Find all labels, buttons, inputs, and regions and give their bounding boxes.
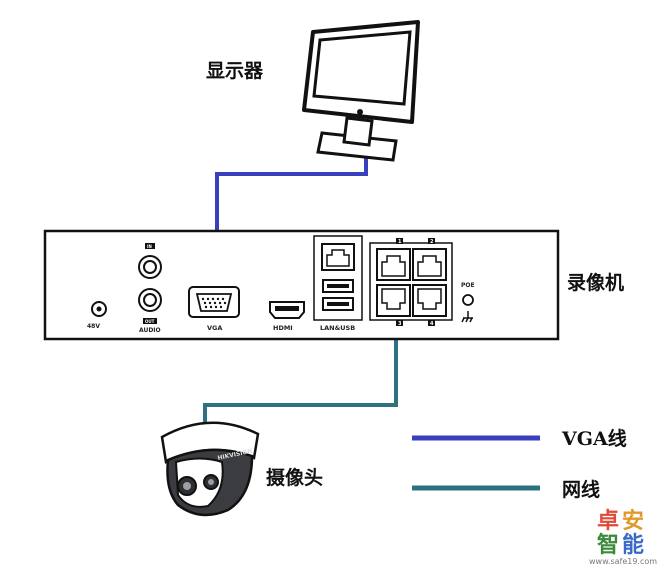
monitor-icon	[302, 20, 420, 162]
ground-icon	[461, 311, 473, 323]
poe-port-2-icon	[412, 248, 447, 281]
network-cable	[203, 316, 398, 428]
hdmi-port-icon	[269, 301, 305, 319]
port-number-tag	[396, 320, 403, 326]
port-number-tag	[428, 320, 435, 326]
legend-label-network: 网线	[562, 478, 600, 501]
port-number-tag	[396, 238, 403, 244]
audio-in-tag	[145, 243, 155, 249]
monitor-label: 显示器	[206, 60, 264, 82]
port-number-3: 3	[398, 321, 402, 327]
port-number-1: 1	[398, 239, 402, 245]
legend: VGA线 网线	[412, 427, 627, 501]
nvr-back-panel: 48V IN OUT AUDIO VGA	[43, 229, 560, 341]
audio-in-label: IN	[147, 244, 152, 249]
hdmi-port-label: HDMI	[273, 324, 293, 332]
lan-usb-label: LAN&USB	[320, 324, 355, 332]
poe-port-4-icon	[412, 284, 447, 317]
audio-out-jack-icon	[138, 288, 162, 312]
watermark-char: 卓	[597, 509, 619, 534]
port-number-2: 2	[430, 239, 434, 245]
port-number-tag	[428, 238, 435, 244]
power-jack-icon	[91, 301, 107, 317]
vga-port-label: VGA	[207, 324, 222, 332]
watermark-char: 智	[597, 532, 619, 558]
usb-port-icon	[322, 297, 354, 311]
poe-port-3-icon	[376, 284, 411, 317]
audio-label: AUDIO	[139, 327, 161, 334]
watermark-url: www.safe19.com	[589, 557, 657, 566]
audio-out-label: OUT	[145, 319, 155, 324]
audio-in-jack-icon	[138, 255, 162, 279]
watermark-logo: 卓 安 智 能 www.safe19.com	[589, 508, 657, 566]
legend-label-vga: VGA线	[561, 427, 627, 450]
port-number-4: 4	[430, 321, 434, 327]
poe-led-icon	[462, 294, 474, 306]
power-label: 48V	[87, 323, 100, 330]
lan-port-icon	[321, 243, 355, 271]
usb-port-icon	[322, 279, 354, 293]
camera-label: 摄像头	[266, 466, 323, 489]
watermark-char: 能	[622, 532, 644, 558]
watermark-char: 安	[622, 508, 644, 534]
poe-label: POE	[461, 282, 475, 289]
audio-out-tag	[143, 318, 157, 324]
nvr-label: 录像机	[567, 271, 624, 294]
dome-camera-icon: HIKVISION	[160, 421, 260, 517]
poe-port-1-icon	[376, 248, 411, 281]
vga-port-icon	[188, 286, 240, 318]
